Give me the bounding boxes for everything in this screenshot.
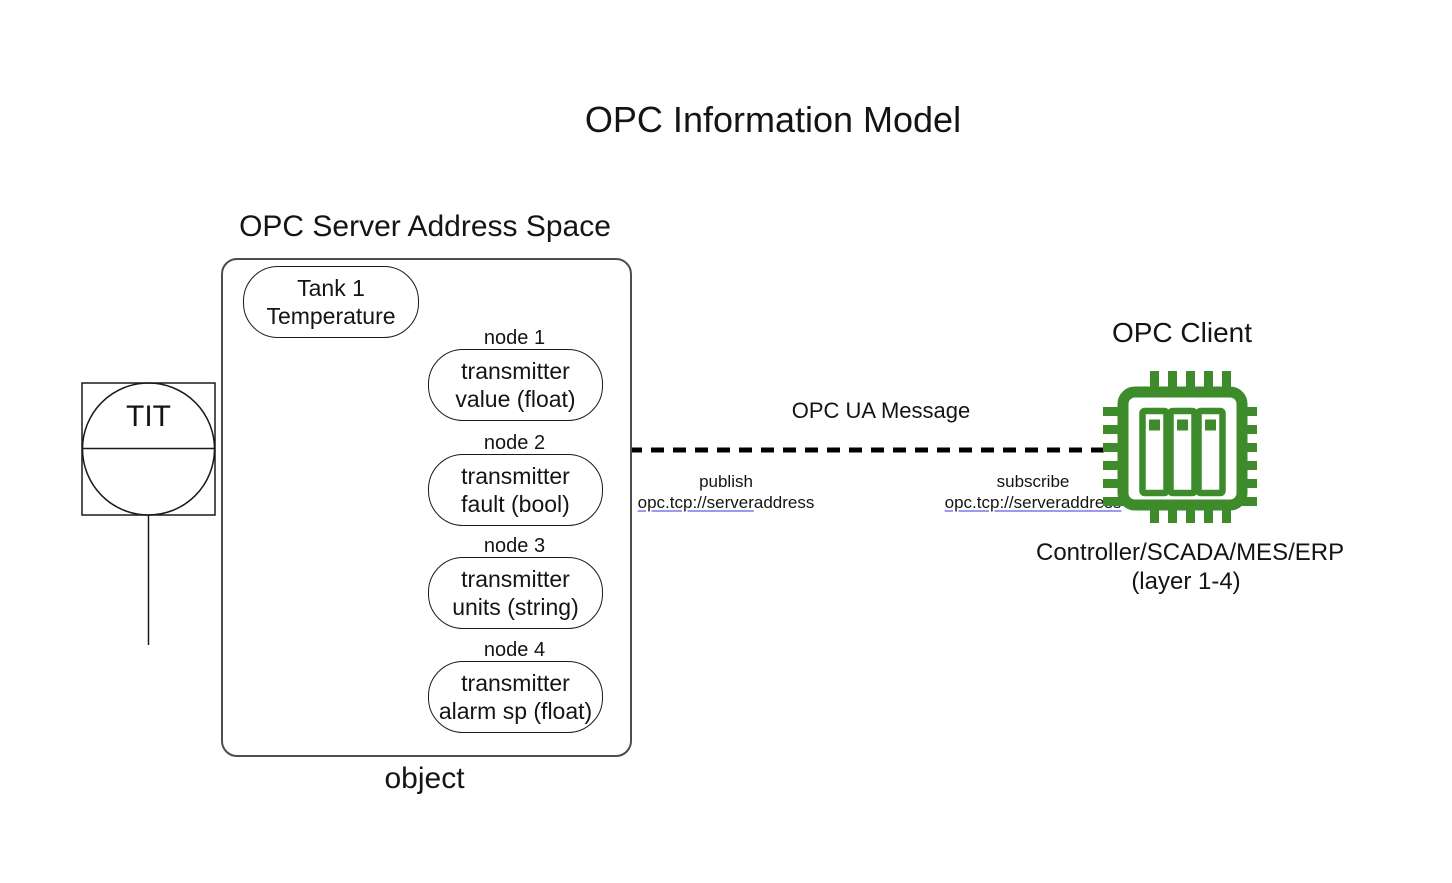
chip-top-pins xyxy=(1150,371,1231,393)
node-1-line2: value (float) xyxy=(455,386,576,412)
chip-inner-bars xyxy=(1139,407,1226,497)
client-caption: Controller/SCADA/MES/ERP (layer 1-4) xyxy=(1036,538,1345,596)
root-node-line1: Tank 1 xyxy=(297,275,365,301)
node-3-label: node 3 xyxy=(483,535,546,557)
instrument-tag: TIT xyxy=(126,400,171,433)
diagram-title: OPC Information Model xyxy=(584,99,962,140)
root-node-line2: Temperature xyxy=(266,303,396,329)
node-4-line1: transmitter xyxy=(461,670,570,696)
node-2-line2: fault (bool) xyxy=(461,491,570,517)
node-1-line1: transmitter xyxy=(461,358,570,384)
node-1-label: node 1 xyxy=(483,327,546,349)
publish-url-link[interactable]: opc.tcp://server xyxy=(637,493,754,512)
node-3-line1: transmitter xyxy=(461,566,570,592)
opc-ua-message-label: OPC UA Message xyxy=(791,398,971,423)
node-4-shape: transmitter alarm sp (float) xyxy=(428,661,603,733)
chip-bottom-pins xyxy=(1150,501,1231,523)
subscribe-url: opc.tcp://serveraddress xyxy=(883,492,1183,513)
publish-block: publish opc.tcp://serveraddress xyxy=(576,471,876,513)
chip-icon xyxy=(1103,371,1257,523)
subscribe-label: subscribe xyxy=(996,472,1070,491)
node-4-label: node 4 xyxy=(483,639,546,661)
node-2-line1: transmitter xyxy=(461,463,570,489)
subscribe-url-link[interactable]: opc.tcp://serveraddress xyxy=(944,493,1122,512)
server-address-space-heading: OPC Server Address Space xyxy=(239,210,611,243)
publish-label: publish xyxy=(699,472,753,491)
node-3-line2: units (string) xyxy=(452,594,579,620)
node-3-shape: transmitter units (string) xyxy=(428,557,603,629)
publish-url: opc.tcp://serveraddress xyxy=(576,492,876,513)
client-caption-line1: Controller/SCADA/MES/ERP xyxy=(1036,539,1345,566)
node-1-shape: transmitter value (float) xyxy=(428,349,603,421)
node-4-line2: alarm sp (float) xyxy=(438,698,593,724)
server-object-caption: object xyxy=(384,762,465,795)
client-caption-line2: (layer 1-4) xyxy=(1131,568,1241,595)
node-2-shape: transmitter fault (bool) xyxy=(428,454,603,526)
node-2-label: node 2 xyxy=(483,432,546,454)
opc-client-heading: OPC Client xyxy=(1111,317,1253,348)
root-node-tank1-temperature: Tank 1 Temperature xyxy=(243,266,419,338)
publish-url-rest: address xyxy=(753,493,815,512)
chip-left-pins xyxy=(1103,407,1125,506)
subscribe-block: subscribe opc.tcp://serveraddress xyxy=(883,471,1183,513)
